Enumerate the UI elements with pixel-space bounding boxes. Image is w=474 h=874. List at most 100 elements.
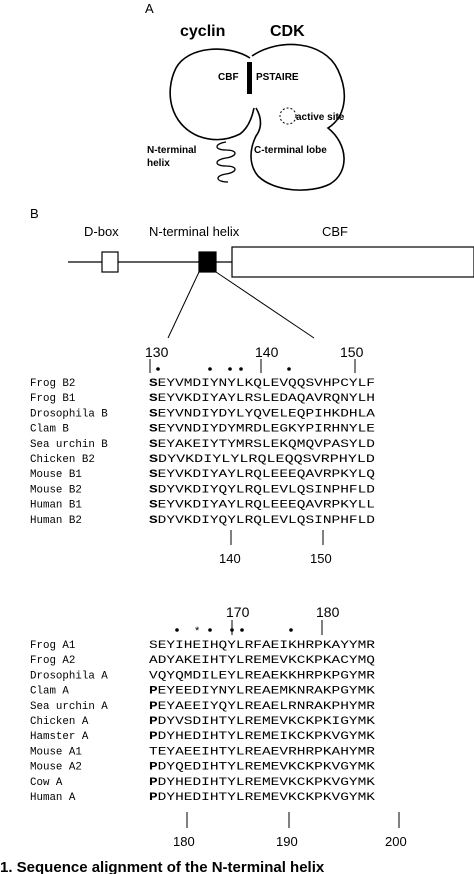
sequence-bold-residue: S <box>149 484 158 496</box>
sequence-bold-residue: S <box>149 393 158 405</box>
species-name: Frog A2 <box>30 655 75 667</box>
sequence-residues: EYVMDIYNYLKQLEVQQSVHPCYLF <box>158 378 375 390</box>
species-name: Frog B1 <box>30 393 75 405</box>
dbox-label: D-box <box>84 224 119 239</box>
panel-b-letter: B <box>30 206 39 221</box>
species-name: Cow A <box>30 777 63 789</box>
sequence-bold-residue: S <box>149 454 159 466</box>
nhelix-domain <box>198 251 217 273</box>
species-name: Chicken B2 <box>30 454 95 466</box>
species-name: Clam B <box>30 424 69 436</box>
species-name: Sea urchin B <box>30 439 108 451</box>
sequence-bold-residue: P <box>149 792 158 804</box>
sequence-residues: EYVNDIYDYMRDLEGKYPIRHNYLE <box>158 424 375 436</box>
sequence-residues: VQYQMDILEYLREAEKKHRPKPGYMR <box>149 670 376 682</box>
species-name: Human B1 <box>30 500 82 512</box>
ruler-label-130: 130 <box>145 344 169 360</box>
species-name: Frog A1 <box>30 640 75 652</box>
figure-caption: 1. Sequence alignment of the N-terminal … <box>0 859 325 874</box>
nhelix-label: N-terminal helix <box>149 224 240 239</box>
species-name: Clam A <box>30 686 69 698</box>
conserved-dot <box>208 628 212 632</box>
conserved-dot <box>289 628 293 632</box>
sequence-bold-residue: S <box>149 500 158 512</box>
sequence-residues: DYVKDIYQYLRQLEVLQSINPHFLD <box>158 515 375 527</box>
active-site-marker <box>279 107 297 125</box>
sequence-bold-residue: P <box>149 701 158 713</box>
ruler-bottom-180: 180 <box>173 834 195 849</box>
conserved-dot <box>240 628 244 632</box>
sequence-bold-residue: P <box>149 716 158 728</box>
species-name: Hamster A <box>30 731 89 743</box>
sequence-residues: SEYIHEIHQYLRFAEIKHRPKAYYMR <box>149 640 376 652</box>
sequence-bold-residue: S <box>149 469 158 481</box>
sequence-bold-residue: S <box>149 378 158 390</box>
cyclin-label: cyclin <box>180 23 225 40</box>
sequence-bold-residue: P <box>149 686 158 698</box>
sequence-bold-residue: S <box>149 408 158 420</box>
sequence: ADYAKEIHTYLREMEVKCKPKACYMQ <box>149 655 375 667</box>
species-name: Drosophila B <box>30 408 108 420</box>
n-terminal-helix-coil <box>216 141 236 183</box>
cdk-label: CDK <box>270 23 305 40</box>
sequence-residues: TEYAEEIHTYLREAEVRHRPKAHYMR <box>149 746 376 758</box>
sequence-residues: DYVSDIHTYLREMEVKCKPKIGYMK <box>158 716 376 728</box>
cbf-domain <box>231 246 474 278</box>
ruler-label-150: 150 <box>340 344 364 360</box>
cbf-label-b: CBF <box>322 224 348 239</box>
conserved-dot <box>287 367 291 371</box>
sequence-bold-residue: P <box>149 762 158 774</box>
zoom-line-left <box>167 271 200 339</box>
sequence-bold-residue: S <box>149 515 158 527</box>
sequence-residues: EYAEEIYQYLREAELRNRAKPHYMR <box>158 701 376 713</box>
species-name: Mouse B1 <box>30 469 82 481</box>
sequence-residues: DYHEDIHTYLREMEIKCKPKVGYMK <box>158 731 376 743</box>
dbox-domain <box>101 251 119 273</box>
sequence-residues: ADYAKEIHTYLREMEVKCKPKACYMQ <box>149 655 375 667</box>
pstaire-label: PSTAIRE <box>256 72 299 83</box>
species-name: Human B2 <box>30 515 82 527</box>
sequence-residues: DYHEDIHTYLREMEVKCKPKVGYMK <box>158 792 376 804</box>
ruler-bottom-140: 140 <box>219 551 241 566</box>
species-name: Human A <box>30 792 76 804</box>
zoom-line-right <box>215 271 315 339</box>
sequence-residues: DYVKDIYQYLRQLEVLQSINPHFLD <box>158 484 375 496</box>
sequence: VQYQMDILEYLREAEKKHRPKPGYMR <box>149 670 376 682</box>
conserved-dot <box>228 367 232 371</box>
sequence: TEYAEEIHTYLREAEVRHRPKAHYMR <box>149 746 376 758</box>
conserved-dot <box>230 628 234 632</box>
pstaire-interface <box>247 62 252 94</box>
ruler-bottom-190: 190 <box>276 834 298 849</box>
ruler-label-140: 140 <box>255 344 279 360</box>
cdk-shape <box>250 43 346 191</box>
sequence-residues: DYVKDIYLYLRQLEQQSVRPHYLD <box>158 454 375 466</box>
sequence-residues: EYEEDIYNYLREAEMKNRAKPGYMK <box>158 686 376 698</box>
sequence-residues: DYQEDIHTYLREMEVKCKPKVGYMK <box>158 762 376 774</box>
sequence-bold-residue: S <box>149 424 158 436</box>
ruler-label-180: 180 <box>316 604 340 620</box>
sequence: SEYIHEIHQYLRFAEIKHRPKAYYMR <box>149 640 376 652</box>
species-name: Mouse A2 <box>30 762 82 774</box>
conserved-star: * <box>195 625 200 637</box>
species-name: Sea urchin A <box>30 701 108 713</box>
n-terminal-label-line1: N-terminal <box>147 145 197 156</box>
